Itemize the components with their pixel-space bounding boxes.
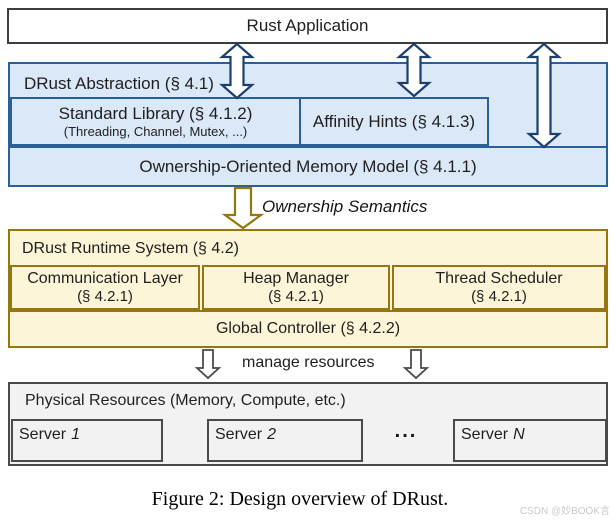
communication-layer-box: Communication Layer (§ 4.2.1) (10, 265, 200, 310)
global-controller-box: Global Controller (§ 4.2.2) (8, 310, 608, 348)
figure-caption: Figure 2: Design overview of DRust. (151, 488, 449, 510)
manage-resources-label: manage resources (242, 354, 375, 371)
server-n-id: N (513, 426, 525, 443)
manage-resources-arrow-left-icon (194, 349, 222, 380)
rust-application-box: Rust Application (7, 8, 608, 44)
memory-model-box: Ownership-Oriented Memory Model (§ 4.1.1… (8, 146, 608, 187)
server-2-box: Server 2 (207, 419, 363, 462)
thread-scheduler-section: (§ 4.2.1) (471, 288, 527, 305)
server-1-box: Server 1 (11, 419, 163, 462)
standard-library-subtitle: (Threading, Channel, Mutex, ...) (63, 124, 248, 139)
heap-manager-section: (§ 4.2.1) (268, 288, 324, 305)
rust-application-label: Rust Application (246, 16, 369, 35)
drust-runtime-title: DRust Runtime System (§ 4.2) (22, 240, 239, 257)
heap-manager-title: Heap Manager (243, 270, 349, 287)
server-1-label: Server (19, 426, 67, 443)
physical-resources-box: Physical Resources (Memory, Compute, etc… (8, 382, 608, 466)
drust-abstraction-title: DRust Abstraction (§ 4.1) (24, 74, 214, 93)
drust-abstraction-box: DRust Abstraction (§ 4.1) Standard Libra… (8, 62, 608, 187)
affinity-hints-box: Affinity Hints (§ 4.1.3) (299, 97, 489, 146)
affinity-hints-title: Affinity Hints (§ 4.1.3) (312, 111, 476, 131)
standard-library-box: Standard Library (§ 4.1.2) (Threading, C… (10, 97, 301, 146)
communication-layer-section: (§ 4.2.1) (77, 288, 133, 305)
server-n-label: Server (461, 426, 509, 443)
standard-library-title: Standard Library (§ 4.1.2) (58, 104, 253, 123)
manage-resources-arrow-right-icon (402, 349, 430, 380)
server-2-label: Server (215, 426, 263, 443)
servers-ellipsis: ... (394, 420, 418, 442)
communication-layer-title: Communication Layer (27, 270, 183, 287)
physical-resources-title: Physical Resources (Memory, Compute, etc… (25, 392, 346, 409)
thread-scheduler-box: Thread Scheduler (§ 4.2.1) (392, 265, 606, 310)
thread-scheduler-title: Thread Scheduler (435, 270, 563, 287)
global-controller-title: Global Controller (§ 4.2.2) (215, 320, 401, 337)
heap-manager-box: Heap Manager (§ 4.2.1) (202, 265, 390, 310)
watermark: CSDN @妙BOOK言 (519, 506, 610, 517)
server-2-id: 2 (267, 426, 277, 443)
ownership-semantics-label: Ownership Semantics (262, 197, 428, 216)
drust-runtime-box: DRust Runtime System (§ 4.2) Communicati… (8, 229, 608, 348)
server-n-box: Server N (453, 419, 607, 462)
server-1-id: 1 (71, 426, 81, 443)
ownership-semantics-arrow-icon (221, 186, 265, 230)
memory-model-title: Ownership-Oriented Memory Model (§ 4.1.1… (139, 156, 477, 176)
